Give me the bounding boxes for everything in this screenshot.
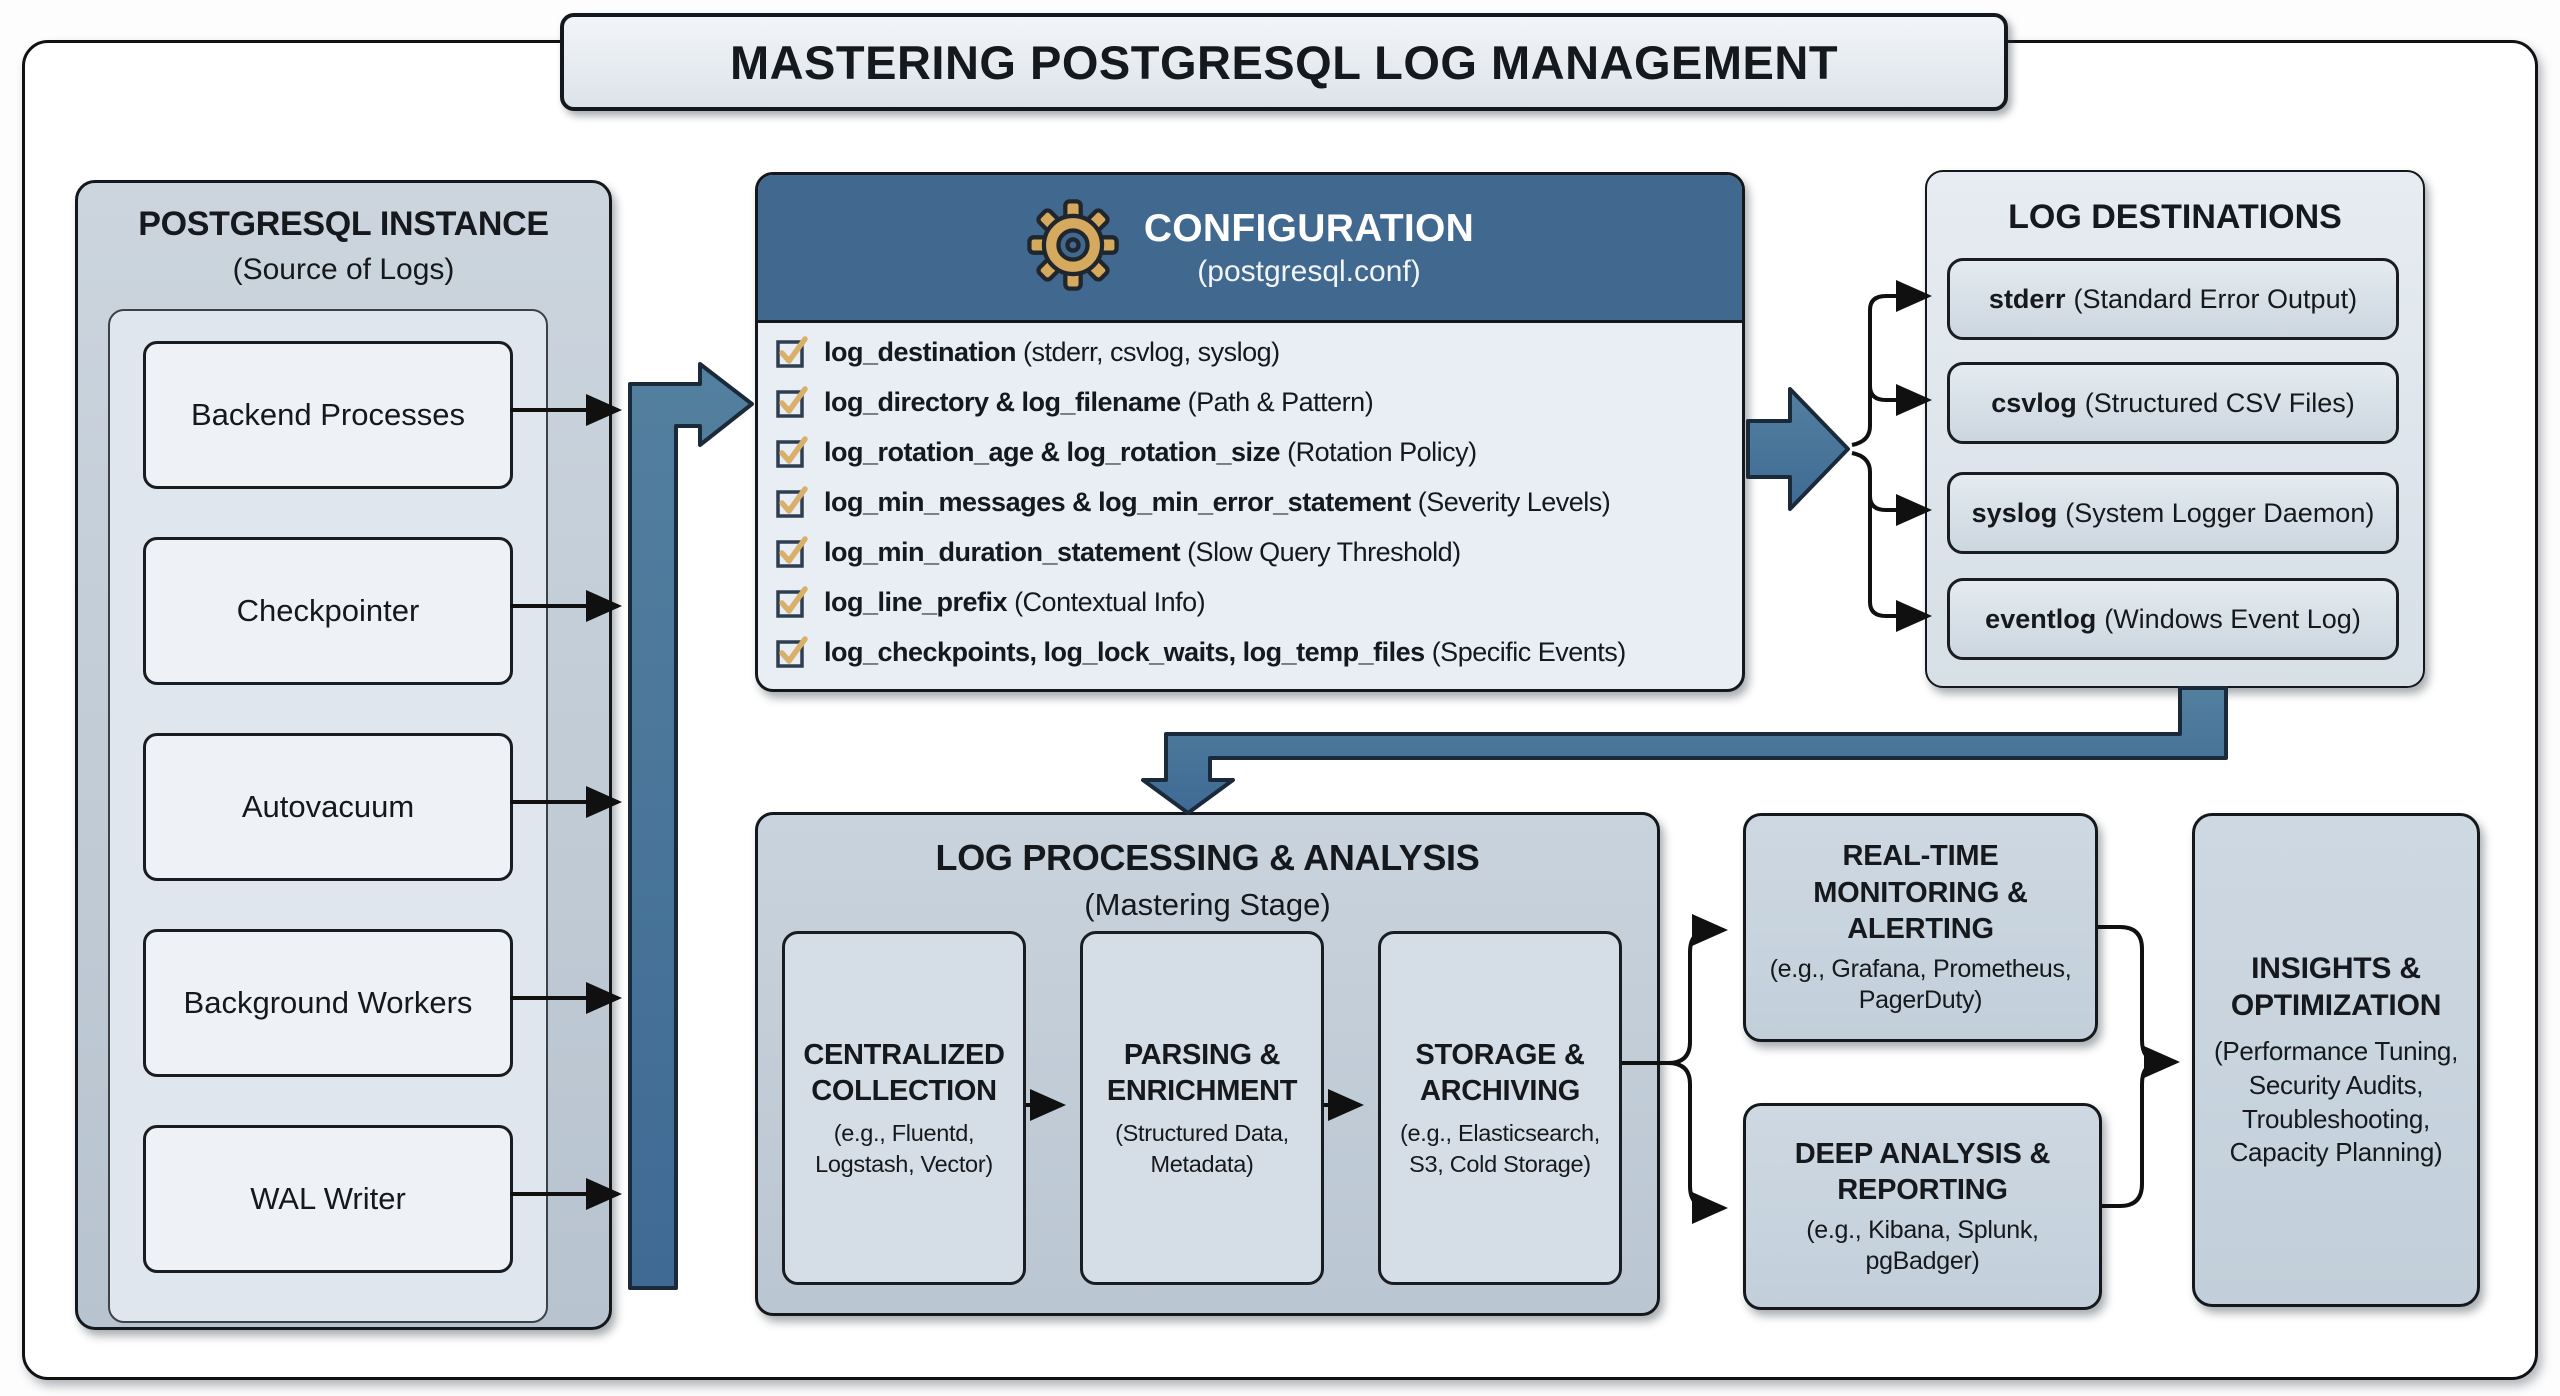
deep-analysis-reporting-box: DEEP ANALYSIS & REPORTING (e.g., Kibana,… bbox=[1743, 1103, 2102, 1310]
config-desc: (stderr, csvlog, syslog) bbox=[1023, 336, 1280, 367]
config-desc: (Severity Levels) bbox=[1417, 486, 1611, 517]
diagram-title-text: MASTERING POSTGRESQL LOG MANAGEMENT bbox=[729, 35, 1839, 89]
destination-desc: (Structured CSV Files) bbox=[2084, 387, 2355, 418]
config-desc: (Path & Pattern) bbox=[1187, 386, 1374, 417]
checkbox-icon bbox=[774, 634, 810, 670]
config-desc: (Rotation Policy) bbox=[1287, 436, 1477, 467]
reporting-title: DEEP ANALYSIS & REPORTING bbox=[1794, 1137, 2051, 1206]
checkbox-icon bbox=[774, 584, 810, 620]
config-item-row: log_line_prefix(Contextual Info) bbox=[758, 577, 1742, 627]
source-box-background-workers: Background Workers bbox=[143, 929, 513, 1077]
config-param: log_directory & log_filename bbox=[824, 386, 1181, 417]
source-box-autovacuum: Autovacuum bbox=[143, 733, 513, 881]
checkbox-icon bbox=[774, 534, 810, 570]
monitoring-title: REAL-TIME MONITORING & ALERTING bbox=[1813, 840, 2028, 945]
destination-box-syslog: syslog (System Logger Daemon) bbox=[1947, 472, 2399, 554]
insights-title: INSIGHTS & OPTIMIZATION bbox=[2230, 951, 2442, 1023]
gear-icon bbox=[1026, 198, 1120, 297]
stage-desc: (e.g., Elasticsearch, S3, Cold Storage) bbox=[1399, 1120, 1601, 1177]
config-item-row: log_destination(stderr, csvlog, syslog) bbox=[758, 327, 1742, 377]
configuration-panel: CONFIGURATION (postgresql.conf) log_dest… bbox=[755, 172, 1745, 692]
configuration-subtitle: (postgresql.conf) bbox=[1197, 254, 1421, 288]
config-item-row: log_directory & log_filename(Path & Patt… bbox=[758, 377, 1742, 427]
instance-panel-title: POSTGRESQL INSTANCE bbox=[138, 205, 549, 243]
processing-title: LOG PROCESSING & ANALYSIS bbox=[935, 837, 1480, 878]
config-param: log_min_messages & log_min_error_stateme… bbox=[824, 486, 1411, 517]
source-box-backend-processes: Backend Processes bbox=[143, 341, 513, 489]
configuration-checklist: log_destination(stderr, csvlog, syslog) … bbox=[758, 327, 1742, 677]
destination-desc: (System Logger Daemon) bbox=[2065, 497, 2375, 528]
stage-centralized-collection: CENTRALIZED COLLECTION (e.g., Fluentd, L… bbox=[782, 931, 1026, 1285]
destination-name: eventlog bbox=[1985, 603, 2097, 634]
checkbox-icon bbox=[774, 334, 810, 370]
instance-panel-subtitle: (Source of Logs) bbox=[232, 253, 455, 286]
config-desc: (Slow Query Threshold) bbox=[1187, 536, 1461, 567]
config-desc: (Contextual Info) bbox=[1014, 586, 1206, 617]
destination-name: stderr bbox=[1988, 283, 2066, 314]
monitoring-desc: (e.g., Grafana, Prometheus, PagerDuty) bbox=[1769, 955, 2072, 1015]
destination-box-eventlog: eventlog (Windows Event Log) bbox=[1947, 578, 2399, 660]
diagram-title: MASTERING POSTGRESQL LOG MANAGEMENT bbox=[560, 13, 2008, 111]
stage-title: CENTRALIZED COLLECTION bbox=[803, 1038, 1005, 1107]
configuration-titles: CONFIGURATION (postgresql.conf) bbox=[1144, 207, 1474, 289]
destination-box-stderr: stderr (Standard Error Output) bbox=[1947, 258, 2399, 340]
destination-name: syslog bbox=[1971, 497, 2058, 528]
checkbox-icon bbox=[774, 484, 810, 520]
configuration-title: CONFIGURATION bbox=[1143, 206, 1475, 250]
config-param: log_checkpoints, log_lock_waits, log_tem… bbox=[824, 636, 1425, 667]
monitoring-alerting-box: REAL-TIME MONITORING & ALERTING (e.g., G… bbox=[1743, 813, 2098, 1042]
destination-box-csvlog: csvlog (Structured CSV Files) bbox=[1947, 362, 2399, 444]
insights-desc: (Performance Tuning, Security Audits, Tr… bbox=[2213, 1035, 2458, 1168]
destination-desc: (Standard Error Output) bbox=[2073, 283, 2358, 314]
config-param: log_rotation_age & log_rotation_size bbox=[824, 436, 1281, 467]
config-item-row: log_min_duration_statement(Slow Query Th… bbox=[758, 527, 1742, 577]
stage-parsing-enrichment: PARSING & ENRICHMENT (Structured Data, M… bbox=[1080, 931, 1324, 1285]
log-destinations-panel: LOG DESTINATIONS stderr (Standard Error … bbox=[1925, 170, 2425, 688]
destinations-title: LOG DESTINATIONS bbox=[2008, 198, 2342, 236]
checkbox-icon bbox=[774, 434, 810, 470]
processing-subtitle: (Mastering Stage) bbox=[1084, 887, 1331, 922]
config-param: log_destination bbox=[824, 336, 1017, 367]
destination-name: csvlog bbox=[1991, 387, 2077, 418]
log-processing-panel: LOG PROCESSING & ANALYSIS (Mastering Sta… bbox=[755, 812, 1660, 1316]
insights-optimization-box: INSIGHTS & OPTIMIZATION (Performance Tun… bbox=[2192, 813, 2480, 1307]
config-param: log_line_prefix bbox=[824, 586, 1008, 617]
source-box-checkpointer: Checkpointer bbox=[143, 537, 513, 685]
configuration-header: CONFIGURATION (postgresql.conf) bbox=[758, 175, 1742, 323]
source-box-wal-writer: WAL Writer bbox=[143, 1125, 513, 1273]
stage-title: STORAGE & ARCHIVING bbox=[1415, 1038, 1585, 1107]
destination-desc: (Windows Event Log) bbox=[2104, 603, 2361, 634]
config-item-row: log_min_messages & log_min_error_stateme… bbox=[758, 477, 1742, 527]
postgresql-instance-panel: POSTGRESQL INSTANCE (Source of Logs) Bac… bbox=[75, 180, 612, 1330]
instance-inner-container: Backend Processes Checkpointer Autovacuu… bbox=[108, 309, 548, 1323]
reporting-desc: (e.g., Kibana, Splunk, pgBadger) bbox=[1806, 1216, 2039, 1276]
config-item-row: log_rotation_age & log_rotation_size(Rot… bbox=[758, 427, 1742, 477]
stage-storage-archiving: STORAGE & ARCHIVING (e.g., Elasticsearch… bbox=[1378, 931, 1622, 1285]
stage-desc: (e.g., Fluentd, Logstash, Vector) bbox=[815, 1120, 993, 1177]
checkbox-icon bbox=[774, 384, 810, 420]
stage-desc: (Structured Data, Metadata) bbox=[1115, 1120, 1289, 1177]
config-item-row: log_checkpoints, log_lock_waits, log_tem… bbox=[758, 627, 1742, 677]
stage-title: PARSING & ENRICHMENT bbox=[1106, 1038, 1298, 1107]
config-param: log_min_duration_statement bbox=[824, 536, 1181, 567]
config-desc: (Specific Events) bbox=[1431, 636, 1627, 667]
